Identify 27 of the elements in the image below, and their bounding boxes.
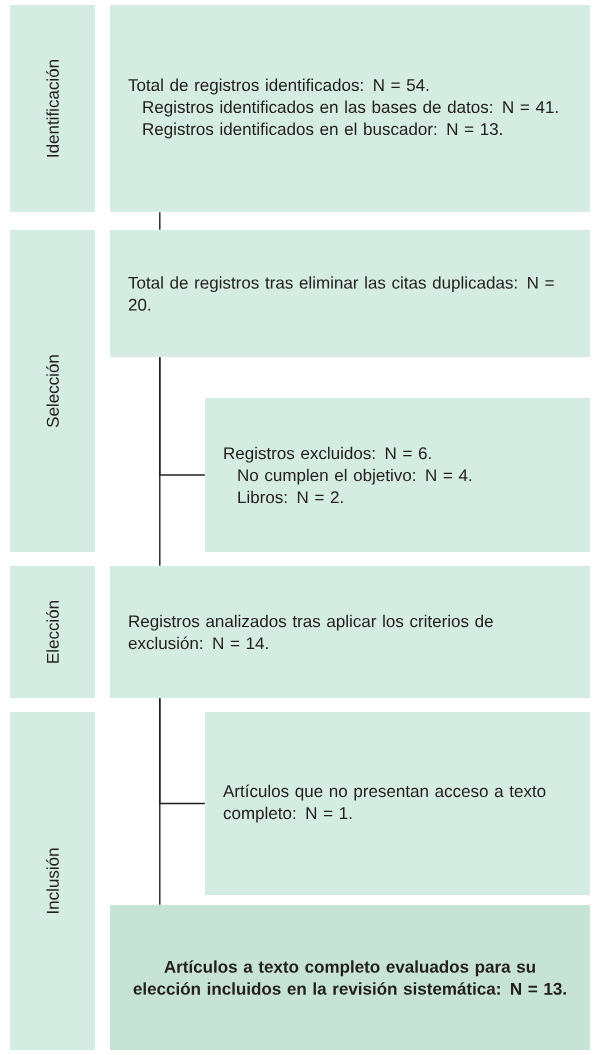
stage-band [10, 230, 95, 552]
stage-label: Elección [46, 601, 59, 663]
process-box [110, 230, 590, 357]
stage-band [10, 712, 95, 1050]
sub-item-text: No cumplen el objetivo: N = 4. [238, 468, 472, 485]
result-box [110, 905, 590, 1050]
sub-item-text: Registros identificados en el buscador: N = 13. [143, 122, 502, 139]
box-text: Registros excluidos: N = 6. [224, 446, 431, 463]
result-text: Artículos a texto completo evaluados para su elección incluidos en la revisión sistemática: N = 13. [133, 960, 566, 995]
connector-line [159, 356, 206, 476]
sub-item-text: Libros: N = 2. [238, 490, 343, 504]
box-text: Total de registros tras eliminar las citas duplicadas: N = 20. [128, 276, 554, 311]
process-box [205, 398, 590, 552]
connector-line [159, 211, 161, 231]
stage-label: Selección [46, 355, 59, 428]
process-box [205, 712, 590, 895]
stage-label: Identificación [46, 60, 59, 157]
stage-band [10, 5, 95, 212]
sub-item-text: Registros identificados en las bases de datos: N = 41. [143, 100, 558, 117]
box-text: Artículos que no presentan acceso a texto completo: N = 1. [223, 784, 546, 823]
connector-line [159, 697, 206, 805]
stage-label: Inclusión [46, 848, 59, 913]
process-box [110, 5, 590, 212]
stage-band [10, 566, 95, 698]
box-text: Registros analizados tras aplicar los criterios de exclusión: N = 14. [128, 614, 493, 650]
box-text: Total de registros identificados: N = 54. [128, 78, 429, 95]
process-box [110, 566, 590, 698]
